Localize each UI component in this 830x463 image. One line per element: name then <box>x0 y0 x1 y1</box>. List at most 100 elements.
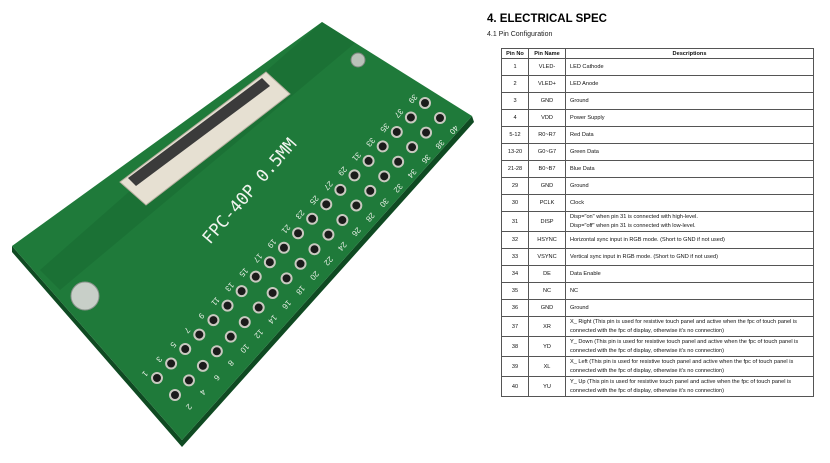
pin-description: Ground <box>565 177 814 195</box>
pin-no: 4 <box>501 109 529 127</box>
pin-name: R0~R7 <box>528 126 566 144</box>
pin-number-label: 7 <box>182 326 192 336</box>
pin-no: 29 <box>501 177 529 195</box>
description-line: Horizontal sync input in RGB mode. (Shor… <box>570 236 725 243</box>
description-line: Power Supply <box>570 114 605 121</box>
pin-hole <box>350 199 363 212</box>
pin-description: Data Enable <box>565 265 814 283</box>
pin-description: Green Data <box>565 143 814 161</box>
description-line: Y_ Up (This pin is used for resistive to… <box>570 378 792 385</box>
col-descriptions: Descriptions <box>565 48 814 59</box>
pin-no: 13-20 <box>501 143 529 161</box>
pin-hole <box>406 141 419 154</box>
pin-no: 38 <box>501 336 529 357</box>
pin-no: 34 <box>501 265 529 283</box>
description-line: LED Anode <box>570 80 599 87</box>
pin-description: NC <box>565 282 814 300</box>
pin-no: 40 <box>501 376 529 397</box>
pin-hole <box>404 111 417 124</box>
pin-name: YU <box>528 376 566 397</box>
pin-hole <box>378 170 391 183</box>
pin-description: Y_ Down (This pin is used for resistive … <box>565 336 814 357</box>
pin-description: Vertical sync input in RGB mode. (Short … <box>565 248 814 266</box>
pin-description: Blue Data <box>565 160 814 178</box>
description-line: Ground <box>570 182 589 189</box>
pin-hole <box>306 212 319 225</box>
pin-name: GND <box>528 177 566 195</box>
pin-hole <box>151 372 163 384</box>
pin-no: 3 <box>501 92 529 110</box>
pin-description: Y_ Up (This pin is used for resistive to… <box>565 376 814 397</box>
pin-no: 31 <box>501 211 529 232</box>
pin-description: LED Cathode <box>565 58 814 76</box>
pin-name: XL <box>528 356 566 377</box>
pin-hole <box>292 227 305 240</box>
pin-number-label: 5 <box>168 340 178 350</box>
pin-hole <box>182 374 195 387</box>
pin-hole <box>392 155 405 168</box>
description-line: connected with the fpc of display, other… <box>570 387 724 394</box>
description-line: connected with the fpc of display, other… <box>570 367 724 374</box>
description-line: Ground <box>570 304 589 311</box>
pin-hole <box>224 330 237 343</box>
pin-name: GND <box>528 92 566 110</box>
pin-name: DE <box>528 265 566 283</box>
pin-hole <box>165 357 178 370</box>
pin-no: 33 <box>501 248 529 266</box>
pin-hole <box>249 270 262 283</box>
pin-hole <box>277 241 290 254</box>
pin-hole <box>207 314 220 327</box>
subsection-heading: 4.1 Pin Configuration <box>487 31 553 38</box>
section-heading: 4. ELECTRICAL SPEC <box>487 13 607 25</box>
pin-name: YD <box>528 336 566 357</box>
pin-hole <box>235 285 248 298</box>
mount-hole <box>350 52 366 68</box>
pcb-adapter-photo: 1234567891011121314151617181920212223242… <box>12 22 474 447</box>
pin-name: NC <box>528 282 566 300</box>
pin-no: 35 <box>501 282 529 300</box>
pin-no: 21-28 <box>501 160 529 178</box>
description-line: LED Cathode <box>570 63 604 70</box>
col-pin-name: Pin Name <box>528 48 566 59</box>
pin-number-label: 3 <box>154 355 164 365</box>
pin-name: G0~G7 <box>528 143 566 161</box>
pin-no: 1 <box>501 58 529 76</box>
pin-name: VDD <box>528 109 566 127</box>
description-line: Red Data <box>570 131 594 138</box>
pin-name: XR <box>528 316 566 337</box>
pin-no: 5-12 <box>501 126 529 144</box>
pin-description: Horizontal sync input in RGB mode. (Shor… <box>565 231 814 249</box>
pin-hole <box>390 125 403 138</box>
pin-number-label: 2 <box>184 402 194 412</box>
pin-name: VLED- <box>528 58 566 76</box>
pin-number-label: 9 <box>196 311 206 321</box>
pin-hole <box>179 343 192 356</box>
pin-hole <box>210 345 223 358</box>
pin-hole <box>348 169 361 182</box>
pin-description: Ground <box>565 92 814 110</box>
pin-no: 32 <box>501 231 529 249</box>
description-line: Ground <box>570 97 589 104</box>
pin-hole <box>320 198 333 211</box>
pin-hole <box>336 214 349 227</box>
pin-number-label: 1 <box>140 369 150 379</box>
pin-hole <box>238 316 251 329</box>
description-line: X_ Right (This pin is used for resistive… <box>570 318 797 325</box>
description-line: Disp="on" when pin 31 is connected with … <box>570 213 698 220</box>
pin-name: B0~B7 <box>528 160 566 178</box>
pin-hole <box>308 243 321 256</box>
